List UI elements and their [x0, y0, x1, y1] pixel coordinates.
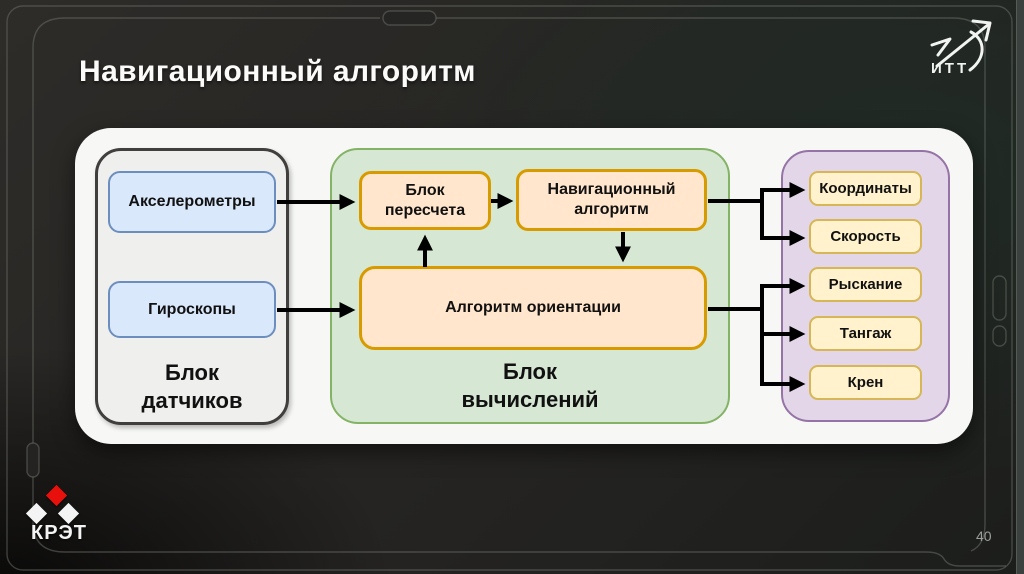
slide-title: Навигационный алгоритм: [79, 55, 476, 88]
roll-box: Крен: [809, 365, 922, 400]
itt-logo: ИТТ: [925, 16, 999, 80]
outputs-group: Координаты Скорость Рыскание Тангаж Крен: [781, 150, 950, 422]
accelerometers-box: Акселерометры: [108, 171, 276, 233]
navigation-algorithm-box: Навигационный алгоритм: [516, 169, 707, 231]
diagram-panel: Акселерометры Гироскопы Блок датчиков Бл…: [75, 128, 973, 444]
kret-diamond-white-right-icon: [57, 502, 79, 524]
pitch-box: Тангаж: [809, 316, 922, 351]
orientation-algorithm-box: Алгоритм ориентации: [359, 266, 707, 350]
kret-logo-label: КРЭТ: [31, 522, 87, 544]
page-number: 40: [976, 528, 992, 544]
coordinates-box: Координаты: [809, 171, 922, 206]
itt-logo-label: ИТТ: [931, 60, 970, 77]
yaw-box: Рыскание: [809, 267, 922, 302]
kret-logo: КРЭТ: [25, 478, 118, 552]
sensors-group-label: Блок датчиков: [141, 360, 243, 413]
aircraft-arrow-icon: [930, 19, 992, 72]
gyroscopes-box: Гироскопы: [108, 281, 276, 338]
recalculation-box: Блок пересчета: [359, 171, 491, 230]
compute-group-label: Блок вычислений: [461, 359, 599, 412]
sensors-group: Акселерометры Гироскопы Блок датчиков: [95, 148, 289, 425]
screen-edge-highlight: [1016, 0, 1024, 574]
compute-group: Блок пересчета Навигационный алгоритм Ал…: [330, 148, 730, 424]
kret-diamond-red-icon: [45, 484, 67, 506]
kret-diamond-white-left-icon: [25, 502, 47, 524]
speed-box: Скорость: [809, 219, 922, 254]
